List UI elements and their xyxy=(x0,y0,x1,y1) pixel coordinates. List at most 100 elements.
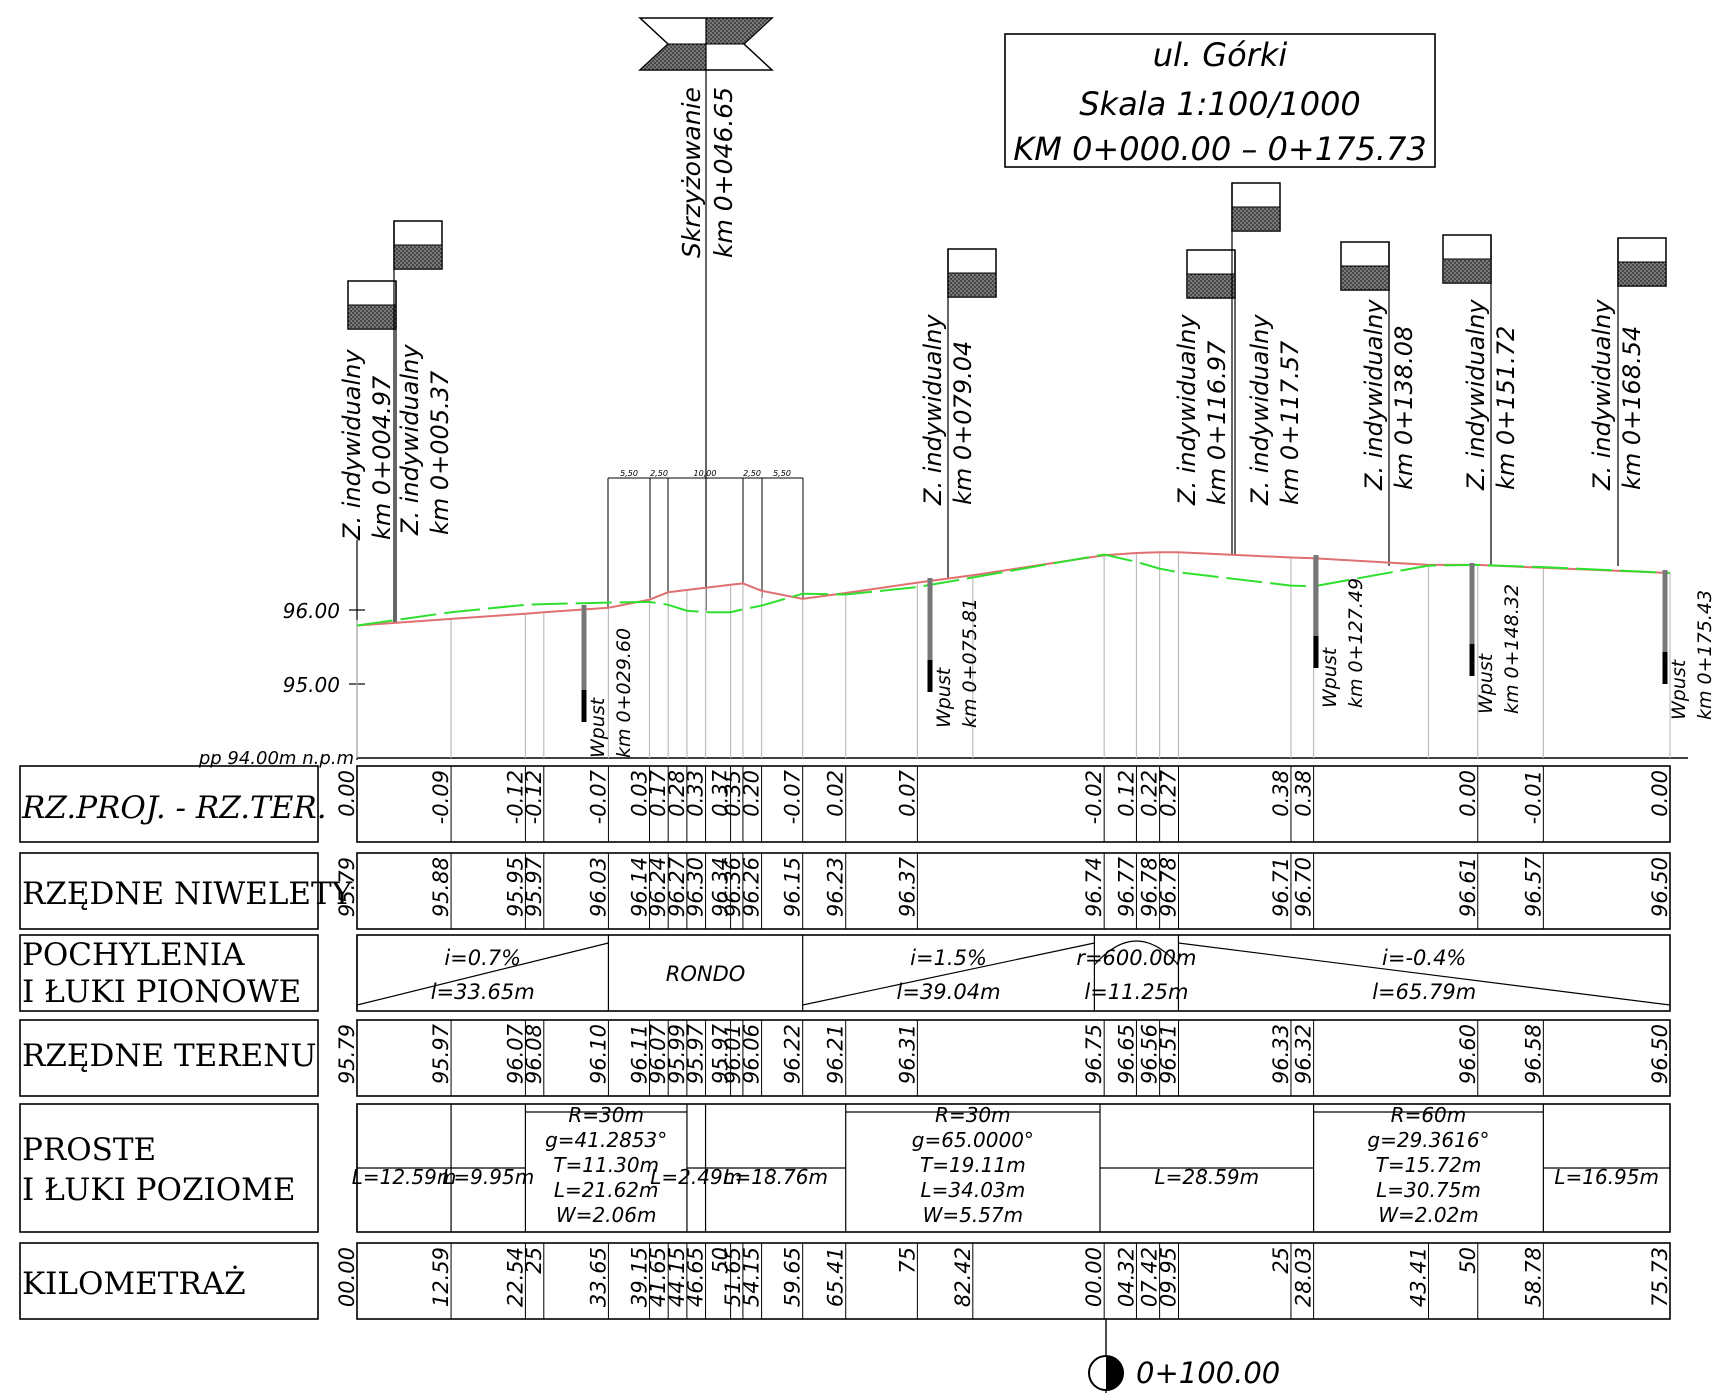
horizontal-curve-label: W=2.02m xyxy=(1378,1203,1479,1227)
table-cell: 75 xyxy=(895,1247,919,1274)
table-cell: 96.60 xyxy=(1456,1024,1480,1084)
row-label-km: KILOMETRAŻ xyxy=(22,1264,246,1302)
table-row-horizontal: L=12.59mL=9.95mR=30mg=41.2853°T=11.30mL=… xyxy=(352,1103,1671,1233)
table-cell: -0.12 xyxy=(522,770,546,824)
straight-length-label: L=28.59m xyxy=(1154,1165,1259,1189)
driveway-km: km 0+151.72 xyxy=(1492,326,1520,490)
table-cell: 0.00 xyxy=(1456,770,1480,817)
inlet-name: Wpust xyxy=(1475,652,1497,714)
table-cell: -0.01 xyxy=(1521,770,1545,824)
table-row-labels: RZ.PROJ. - RZ.TER. RZĘDNE NIWELETY POCHY… xyxy=(19,765,353,1320)
table-cell: 07.42 xyxy=(1138,1247,1162,1307)
table-cell: 0.35 xyxy=(721,770,745,817)
table-cell: 96.07 xyxy=(503,1023,527,1084)
intersection-marker: Skrzyżowanie km 0+046.65 xyxy=(638,17,774,611)
table-cell: 0.28 xyxy=(665,770,689,817)
table-cell: -0.07 xyxy=(781,769,805,824)
driveway-marker: Z. indywidualny km 0+117.57 xyxy=(1231,182,1304,554)
dim-label: 2,50 xyxy=(743,469,761,478)
inlet-markers: Wpust km 0+029.60 Wpust km 0+075.81 Wpus… xyxy=(581,555,1714,758)
table-cell: 22.54 xyxy=(503,1247,527,1307)
driveway-name: Z. indywidualny xyxy=(338,349,366,541)
driveway-km: km 0+138.08 xyxy=(1390,326,1418,490)
table-cell: 96.24 xyxy=(646,857,670,917)
table-cell: 96.75 xyxy=(1082,1024,1106,1084)
driveway-name: Z. indywidualny xyxy=(919,314,947,506)
station-marker: 0+100.00 xyxy=(1088,1319,1280,1393)
table-cell: 54.15 xyxy=(740,1247,764,1307)
table-cell: 96.03 xyxy=(586,857,610,917)
table-cell: 50 xyxy=(709,1247,733,1274)
inlet-km: km 0+175.43 xyxy=(1694,590,1714,720)
table-cell: 0.20 xyxy=(740,770,764,817)
driveway-markers: Z. indywidualny km 0+004.97 Z. indywidua… xyxy=(338,182,1667,622)
straight-length-label: L=18.76m xyxy=(723,1165,828,1189)
table-cell: 96.77 xyxy=(1114,856,1138,917)
intersection-km: km 0+046.65 xyxy=(709,87,738,258)
driveway-marker: Z. indywidualny km 0+151.72 xyxy=(1442,234,1520,566)
horizontal-curve-label: L=34.03m xyxy=(921,1178,1026,1202)
table-cell: 96.56 xyxy=(1138,1024,1162,1084)
table-cell: 96.27 xyxy=(665,856,689,917)
title-block: ul. Górki Skala 1:100/1000 KM 0+000.00 –… xyxy=(1004,33,1436,168)
table-cell: 65.41 xyxy=(824,1247,848,1307)
table-cell: 95.88 xyxy=(429,857,453,917)
table-cell: 75.73 xyxy=(1648,1247,1672,1307)
station-label: 0+100.00 xyxy=(1136,1356,1280,1390)
horizontal-curve-label: R=30m xyxy=(935,1103,1011,1127)
table-cell: 12.59 xyxy=(429,1247,453,1307)
table-cell: 96.78 xyxy=(1157,857,1181,917)
table-cell: 04.32 xyxy=(1114,1247,1138,1307)
inlet-marker: Wpust km 0+148.32 xyxy=(1469,563,1523,714)
inlet-km: km 0+148.32 xyxy=(1501,584,1523,714)
table-cell: 96.31 xyxy=(895,1024,919,1084)
table-cell: 96.34 xyxy=(709,857,733,917)
inlet-marker: Wpust km 0+175.43 xyxy=(1662,570,1714,720)
table-cell: 00.00 xyxy=(335,1247,359,1307)
table-cell: 95.97 xyxy=(429,1023,453,1084)
driveway-marker: Z. indywidualny km 0+116.97 xyxy=(1173,249,1236,554)
table-cell: 96.26 xyxy=(740,857,764,917)
slope-length-label: l=39.04m xyxy=(897,980,1001,1004)
driveway-km: km 0+117.57 xyxy=(1276,340,1304,505)
table-cell: 51.65 xyxy=(721,1247,745,1307)
row-label-horizontal-2: I ŁUKI POZIOME xyxy=(22,1172,296,1208)
straight-length-label: L=2.49m xyxy=(650,1165,742,1189)
table-cell: 58.78 xyxy=(1521,1247,1545,1307)
table-cell: 0.37 xyxy=(709,769,733,816)
driveway-name: Z. indywidualny xyxy=(1246,314,1274,506)
table-cell: 0.03 xyxy=(628,770,652,817)
driveway-km: km 0+116.97 xyxy=(1203,340,1231,505)
table-cell: 96.01 xyxy=(721,1024,745,1084)
table-cell: 0.22 xyxy=(1138,770,1162,817)
table-cell: 96.61 xyxy=(1456,857,1480,917)
elevation-label: 96.00 xyxy=(283,599,340,623)
table-cell: 96.50 xyxy=(1648,857,1672,917)
table-cell: 96.74 xyxy=(1082,857,1106,917)
row-label-diff: RZ.PROJ. - RZ.TER. xyxy=(21,790,327,826)
table-row-slopes: i=0.7%l=33.65mRONDOi=1.5%l=39.04mr=600.0… xyxy=(356,934,1671,1012)
inlet-name: Wpust xyxy=(933,666,955,728)
horizontal-curve-label: T=15.72m xyxy=(1376,1153,1482,1177)
table-cell: 95.99 xyxy=(665,1024,689,1084)
table-cell: 96.07 xyxy=(646,1023,670,1084)
horizontal-curve-label: L=21.62m xyxy=(554,1178,659,1202)
intersection-name: Skrzyżowanie xyxy=(677,87,706,258)
row-label-terrain: RZĘDNE TERENU xyxy=(22,1038,317,1074)
table-cell: 0.12 xyxy=(1114,770,1138,817)
driveway-km: km 0+004.97 xyxy=(368,375,396,540)
straight-length-label: L=12.59m xyxy=(352,1165,457,1189)
table-cell: 96.70 xyxy=(1292,857,1316,917)
design-grade-line xyxy=(356,551,1671,627)
table-cell: 33.65 xyxy=(586,1247,610,1307)
table-cell: 96.37 xyxy=(895,856,919,917)
table-cell: 95.97 xyxy=(522,856,546,917)
table-cell: -0.09 xyxy=(429,770,453,824)
table-cell: 95.97 xyxy=(709,1023,733,1084)
driveway-marker: Z. indywidualny km 0+079.04 xyxy=(919,248,997,578)
table-cell: 96.15 xyxy=(781,857,805,917)
inlet-marker: Wpust km 0+029.60 xyxy=(581,605,635,758)
table-cell: 0.27 xyxy=(1157,769,1181,816)
